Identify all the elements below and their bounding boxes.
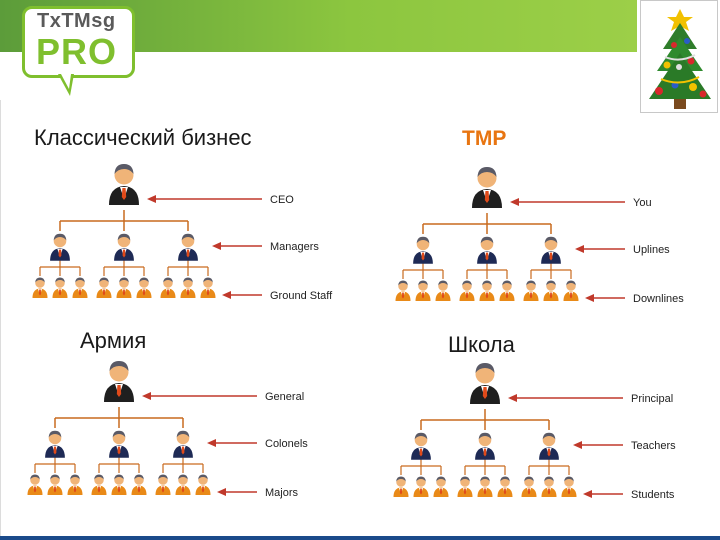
staff-figure xyxy=(181,278,196,299)
staff-figure xyxy=(196,475,211,496)
staff-figure xyxy=(97,278,112,299)
staff-figure xyxy=(524,281,539,302)
arrow-head xyxy=(217,488,226,496)
staff-figure xyxy=(416,281,431,302)
staff-figure xyxy=(396,281,411,302)
top-leader-figure xyxy=(470,363,500,404)
logo-bottom-text: PRO xyxy=(36,31,136,73)
level-label: Ground Staff xyxy=(270,290,333,302)
arrow-head xyxy=(222,291,231,299)
staff-figure xyxy=(414,477,429,498)
manager-figure xyxy=(411,433,431,460)
manager-figure xyxy=(413,237,433,264)
level-label: General xyxy=(265,391,304,403)
staff-figure xyxy=(53,278,68,299)
level-label: You xyxy=(633,197,652,209)
arrow-head xyxy=(573,441,582,449)
level-label: Teachers xyxy=(631,440,676,452)
staff-figure xyxy=(542,477,557,498)
christmas-tree-image xyxy=(640,0,718,113)
staff-figure xyxy=(117,278,132,299)
manager-figure xyxy=(173,431,193,458)
arrow-head xyxy=(142,392,151,400)
staff-figure xyxy=(156,475,171,496)
staff-figure xyxy=(544,281,559,302)
staff-figure xyxy=(460,281,475,302)
manager-figure xyxy=(477,237,497,264)
staff-figure xyxy=(201,278,216,299)
christmas-tree-icon xyxy=(641,1,719,114)
arrow-head xyxy=(583,490,592,498)
logo-top-text: TxTMsg xyxy=(37,10,127,33)
level-label: Principal xyxy=(631,393,673,405)
staff-figure xyxy=(478,477,493,498)
staff-figure xyxy=(480,281,495,302)
top-leader-figure xyxy=(104,361,134,402)
staff-figure xyxy=(176,475,191,496)
manager-figure xyxy=(475,433,495,460)
staff-figure xyxy=(132,475,147,496)
level-label: Majors xyxy=(265,487,299,499)
staff-figure xyxy=(434,477,449,498)
level-label: Students xyxy=(631,489,675,501)
level-label: Downlines xyxy=(633,293,684,305)
manager-figure xyxy=(541,237,561,264)
manager-figure xyxy=(45,431,65,458)
manager-figure xyxy=(50,234,70,261)
staff-figure xyxy=(28,475,43,496)
staff-figure xyxy=(500,281,515,302)
staff-figure xyxy=(68,475,83,496)
staff-figure xyxy=(112,475,127,496)
arrow-head xyxy=(147,195,156,203)
top-leader-figure xyxy=(109,164,139,205)
arrow-head xyxy=(212,242,221,250)
staff-figure xyxy=(436,281,451,302)
level-label: CEO xyxy=(270,194,294,206)
staff-figure xyxy=(564,281,579,302)
staff-figure xyxy=(161,278,176,299)
manager-figure xyxy=(539,433,559,460)
level-label: Colonels xyxy=(265,438,308,450)
staff-figure xyxy=(92,475,107,496)
staff-figure xyxy=(498,477,513,498)
staff-figure xyxy=(458,477,473,498)
staff-figure xyxy=(73,278,88,299)
manager-figure xyxy=(114,234,134,261)
staff-figure xyxy=(522,477,537,498)
staff-figure xyxy=(137,278,152,299)
arrow-head xyxy=(510,198,519,206)
staff-figure xyxy=(394,477,409,498)
top-leader-figure xyxy=(472,167,502,208)
arrow-head xyxy=(508,394,517,402)
arrow-head xyxy=(575,245,584,253)
staff-figure xyxy=(33,278,48,299)
manager-figure xyxy=(109,431,129,458)
staff-figure xyxy=(562,477,577,498)
level-label: Uplines xyxy=(633,244,670,256)
staff-figure xyxy=(48,475,63,496)
level-label: Managers xyxy=(270,241,319,253)
arrow-head xyxy=(585,294,594,302)
arrow-head xyxy=(207,439,216,447)
manager-figure xyxy=(178,234,198,261)
